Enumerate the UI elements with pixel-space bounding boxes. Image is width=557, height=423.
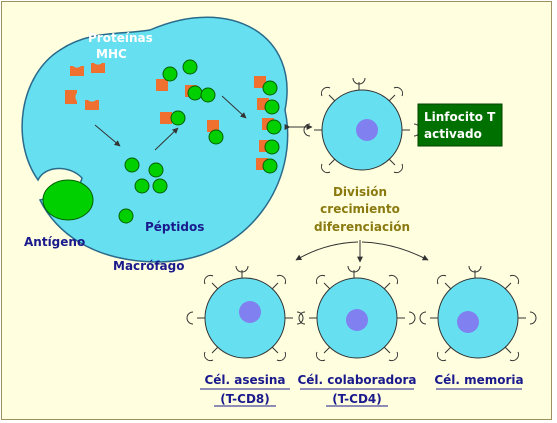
memory-cell	[419, 265, 537, 362]
label-linfocito: Linfocito T	[424, 110, 496, 124]
helper-cell	[298, 265, 416, 362]
label-mhc: MHC	[96, 47, 127, 61]
label-division: División	[333, 185, 387, 199]
peptides	[118, 157, 168, 224]
label-macrofago: Macrófago	[113, 259, 184, 273]
branch-arrow-right	[361, 241, 429, 261]
mhc-peptide-complexes	[156, 59, 224, 145]
activated-t-cell	[303, 77, 421, 174]
label-tcd8: (T-CD8)	[220, 392, 270, 406]
label-antigeno: Antígeno	[24, 235, 85, 249]
surface-mhc	[254, 76, 282, 174]
label-cel-memoria: Cél. memoria	[434, 373, 523, 387]
mhc-proteins	[65, 63, 105, 110]
label-proteinas: Proteínas	[88, 31, 153, 45]
activated-label-box	[417, 103, 503, 147]
antigen	[42, 179, 94, 221]
label-cel-asesina: Cél. asesina	[204, 373, 285, 387]
arrow-mhc-to-peptides	[94, 124, 121, 147]
label-crecimiento: crecimiento	[320, 202, 400, 216]
killer-cell	[186, 265, 304, 362]
arrow-to-surface	[221, 95, 247, 119]
label-diferenciacion: diferenciación	[314, 220, 410, 234]
label-peptidos: Péptidos	[145, 220, 204, 234]
branch-arrow-left	[295, 241, 359, 261]
arrow-peptides-to-mhc	[154, 127, 179, 151]
label-cel-colaboradora: Cél. colaboradora	[297, 373, 416, 387]
label-tcd4: (T-CD4)	[332, 392, 382, 406]
label-activado: activado	[424, 127, 482, 141]
